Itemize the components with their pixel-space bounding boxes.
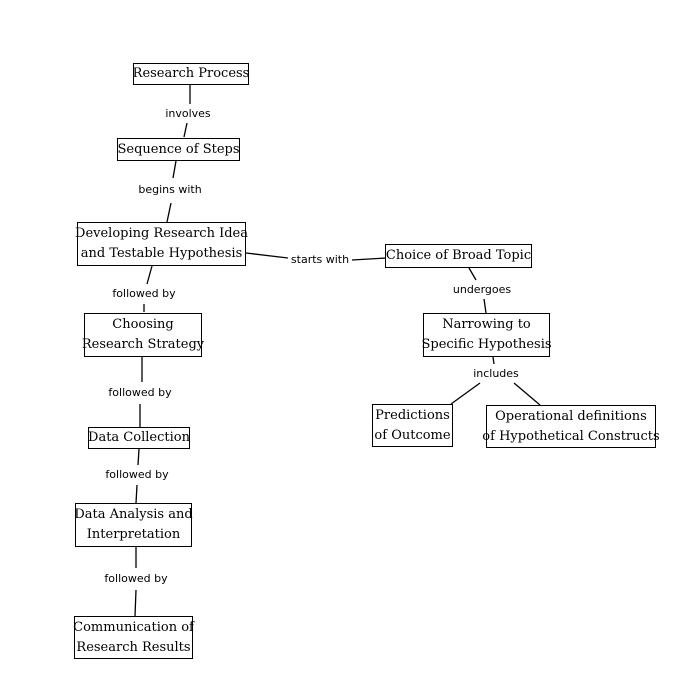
node-text: of Hypothetical Constructs <box>482 428 660 444</box>
node-sequence-of-steps: Sequence of Steps <box>117 138 240 161</box>
link-label-begins-with: begins with <box>135 182 205 198</box>
node-text: Research Process <box>132 66 250 81</box>
link-label-starts-with: starts with <box>287 252 353 268</box>
node-communication: Communication of Research Results <box>73 616 194 659</box>
node-research-process: Research Process <box>133 63 249 85</box>
connector-line <box>134 589 137 617</box>
node-text: Operational definitions <box>495 408 647 424</box>
link-label-includes: includes <box>470 366 522 382</box>
node-text: Choosing <box>112 317 174 332</box>
link-label-followed-by: followed by <box>102 467 172 483</box>
node-choosing-research-strategy: Choosing Research Strategy <box>81 313 205 357</box>
node-data-analysis: Data Analysis and Interpretation <box>74 503 193 547</box>
link-label-undergoes: undergoes <box>449 282 515 298</box>
connector-line <box>351 257 387 261</box>
connector-line <box>245 252 289 259</box>
node-text: Predictions <box>375 407 450 423</box>
connector-line <box>146 265 153 285</box>
node-text: Communication of <box>73 619 194 635</box>
connector-line <box>135 484 138 504</box>
link-label-followed-by: followed by <box>105 385 175 401</box>
connector-line <box>492 356 495 365</box>
node-text: and Testable Hypothesis <box>80 246 243 261</box>
connector-line <box>137 448 140 466</box>
node-developing-research-idea: Developing Research Idea and Testable Hy… <box>75 222 248 266</box>
node-text: Interpretation <box>86 527 181 542</box>
connector-line <box>172 160 177 179</box>
node-text: Sequence of Steps <box>117 141 240 157</box>
link-label-followed-by: followed by <box>109 286 179 302</box>
node-predictions-of-outcome: Predictions of Outcome <box>372 404 453 447</box>
node-text: Specific Hypothesis <box>421 337 552 352</box>
node-text: Data Collection <box>88 430 190 445</box>
connector-line <box>450 382 481 405</box>
link-label-followed-by: followed by <box>101 571 171 587</box>
node-text: Narrowing to <box>442 317 531 332</box>
node-operational-definitions: Operational definitions of Hypothetical … <box>482 405 660 448</box>
node-text: Developing Research Idea <box>75 226 248 241</box>
connector-line <box>468 267 477 281</box>
connector-line <box>483 298 487 314</box>
node-data-collection: Data Collection <box>88 427 190 449</box>
node-text: Research Results <box>76 639 191 655</box>
node-choice-of-broad-topic: Choice of Broad Topic <box>385 244 532 268</box>
node-narrowing-hypothesis: Narrowing to Specific Hypothesis <box>421 313 552 357</box>
node-text: of Outcome <box>374 427 451 443</box>
connector-line <box>183 122 188 138</box>
link-label-involves: involves <box>162 106 214 122</box>
node-text: Data Analysis and <box>74 507 193 522</box>
connector-line <box>513 382 541 406</box>
node-text: Research Strategy <box>81 337 205 352</box>
connector-line <box>166 202 172 223</box>
node-text: Choice of Broad Topic <box>385 248 532 263</box>
